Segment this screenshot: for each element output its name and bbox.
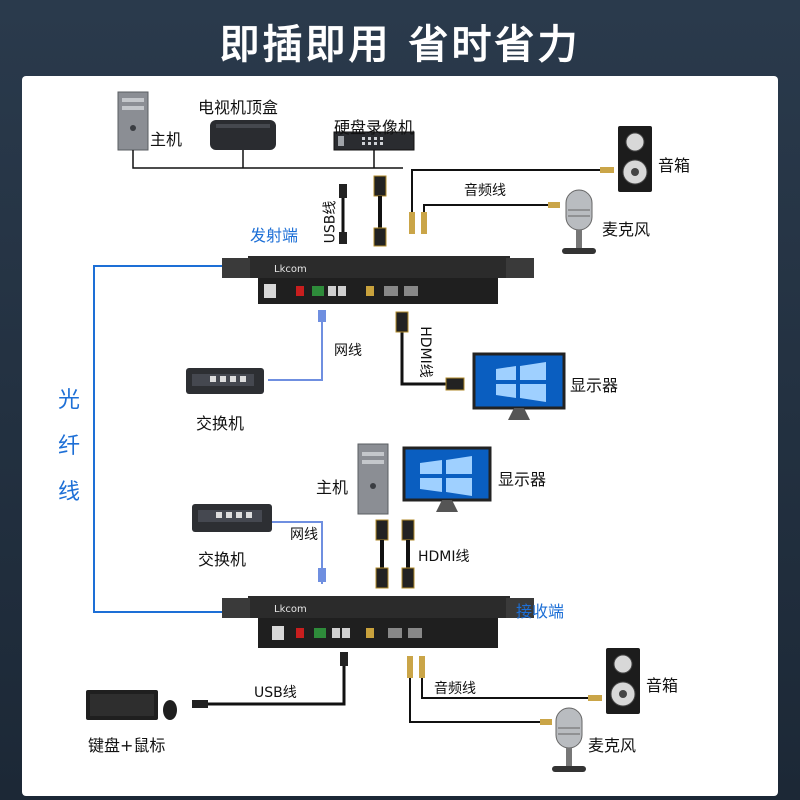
usb-cable-top: [339, 184, 347, 244]
receiver-device: Lkcom: [222, 596, 534, 648]
diagram-panel: [22, 76, 778, 796]
speaker-label-top: 音箱: [658, 156, 691, 175]
switch-bottom-icon: [192, 504, 272, 532]
switch-label-bottom: 交换机: [198, 550, 247, 569]
page-title: 即插即用 省时省力: [219, 22, 581, 68]
usb-cable-bottom: [206, 664, 346, 706]
receiver-brand: Lkcom: [274, 604, 307, 615]
usb-label-bottom: USB线: [254, 685, 297, 701]
network-cable-top: [268, 318, 323, 381]
fiber-line: [93, 265, 248, 613]
audio-label-top: 音频线: [464, 183, 506, 199]
host-label-top: 主机: [150, 130, 183, 149]
fiber-label-2: 纤: [58, 434, 81, 459]
set-top-box-icon: [210, 120, 276, 150]
usb-label-top: USB线: [322, 200, 339, 244]
hdmi-label-top: HDMI线: [416, 326, 433, 378]
fiber-label-3: 线: [58, 480, 81, 505]
speaker-label-bottom: 音箱: [646, 676, 679, 695]
monitor-bottom-icon: [402, 446, 492, 512]
dvr-icon: [333, 131, 415, 151]
monitor-label-top: 显示器: [570, 376, 619, 395]
hdmi-label-bottom: HDMI线: [418, 549, 470, 565]
network-label-bottom: 网线: [290, 527, 318, 543]
network-cable-bottom: [272, 521, 323, 584]
set-top-box-label: 电视机顶盒: [198, 98, 279, 117]
speaker-bottom-icon: [606, 648, 640, 714]
receiver-label: 接收端: [516, 602, 565, 621]
microphone-bottom-icon: [552, 707, 586, 772]
switch-label-top: 交换机: [196, 414, 245, 433]
transmitter-device: Lkcom: [222, 256, 534, 304]
keyboard-mouse-icon: [86, 690, 177, 720]
transmitter-brand: Lkcom: [274, 264, 307, 275]
monitor-top-icon: [472, 352, 566, 420]
keyboard-mouse-label: 键盘+鼠标: [88, 736, 166, 755]
transmitter-label: 发射端: [250, 226, 299, 245]
hdmi-cable-top: [373, 175, 387, 247]
microphone-label-bottom: 麦克风: [588, 736, 637, 755]
switch-top-icon: [186, 368, 264, 394]
audio-cable-bottom: [409, 676, 588, 723]
host-pc-bottom-icon: [357, 443, 389, 515]
monitor-label-bottom: 显示器: [498, 470, 547, 489]
host-pc-top-icon: [117, 91, 149, 151]
fiber-label-1: 光: [58, 388, 81, 413]
network-label-top: 网线: [334, 343, 362, 359]
speaker-top-icon: [618, 126, 652, 192]
dvr-label: 硬盘录像机: [334, 118, 415, 137]
hdmi-cable-bottom: [375, 519, 415, 589]
host-label-bottom: 主机: [316, 478, 349, 497]
audio-label-bottom: 音频线: [434, 681, 476, 697]
microphone-label-top: 麦克风: [602, 220, 651, 239]
hdmi-cable-monitor-top: [400, 330, 446, 386]
microphone-top-icon: [562, 189, 596, 254]
